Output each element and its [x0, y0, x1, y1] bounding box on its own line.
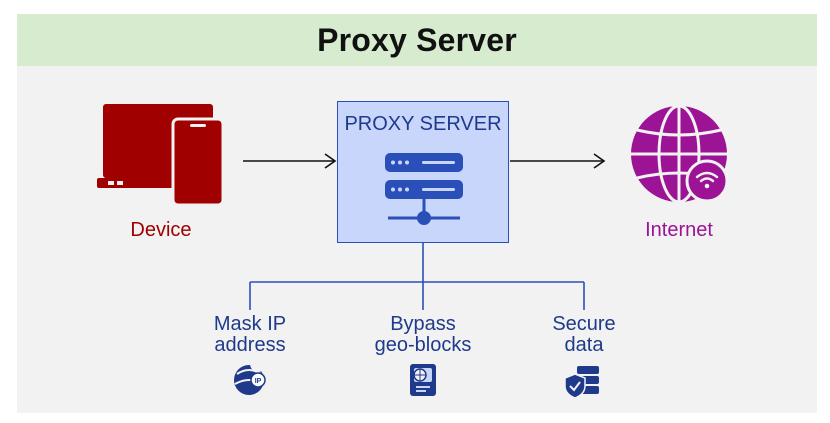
feature-bypass-line2: geo-blocks: [374, 334, 472, 356]
arrow-device-to-proxy: [243, 153, 337, 169]
feature-tree-lines: [249, 243, 585, 310]
connectors: [243, 153, 606, 310]
arrow-proxy-to-internet: [510, 153, 606, 169]
ip-mask-icon: IP: [234, 356, 267, 395]
feature-mask-ip: Mask IP address: [175, 314, 325, 356]
geo-block-icon: [410, 364, 436, 396]
proxy-server-box: PROXY SERVER: [337, 101, 509, 243]
device-label: Device: [130, 219, 192, 241]
feature-icons: IP: [234, 356, 599, 399]
diagram-panel: Proxy Server PROXY SERVER: [17, 14, 817, 413]
feature-mask-ip-line1: Mask IP: [213, 313, 287, 335]
svg-text:IP: IP: [255, 378, 262, 385]
feature-secure: Secure data: [509, 314, 659, 356]
feature-secure-line1: Secure: [552, 313, 616, 335]
feature-bypass-line1: Bypass: [390, 313, 456, 335]
internet-label: Internet: [645, 219, 713, 241]
page-title: Proxy Server: [317, 21, 517, 58]
feature-mask-ip-line2: address: [214, 334, 286, 356]
laptop-phone-icon: [97, 104, 225, 207]
globe-wifi-icon: [631, 104, 729, 204]
title-bar: Proxy Server: [17, 14, 817, 66]
feature-bypass: Bypass geo-blocks: [348, 314, 498, 356]
feature-secure-line2: data: [564, 334, 604, 356]
secure-data-icon: [564, 366, 599, 399]
proxy-label: PROXY SERVER: [344, 113, 502, 135]
server-rack-icon: [385, 153, 463, 225]
